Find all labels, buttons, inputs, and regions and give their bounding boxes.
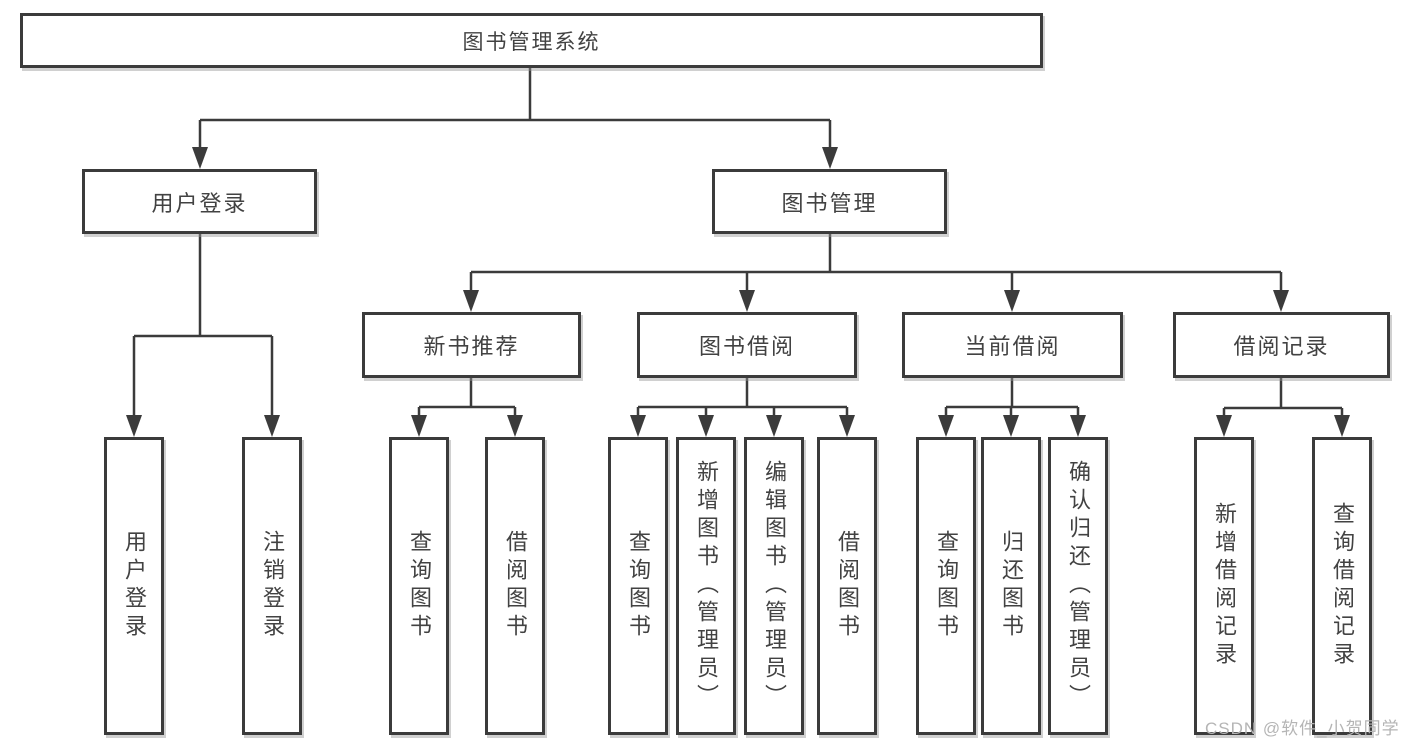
arrowheads [126, 147, 1350, 437]
leaf-label: 借阅图书 [835, 530, 860, 642]
node-book-borrow: 图书借阅 [637, 312, 857, 378]
tree-edges [132, 68, 1344, 419]
leaf-label: 查询图书 [407, 530, 432, 642]
csdn-watermark: CSDN @软件_小贺同学 [1205, 719, 1400, 738]
leaf-logout: 注销登录 [242, 437, 302, 735]
node-user-login: 用户登录 [82, 169, 317, 234]
node-book-management: 图书管理 [712, 169, 947, 234]
leaf-label: 新增借阅记录 [1212, 502, 1237, 670]
leaf-edit-book-admin: 编辑图书（管理员） [744, 437, 804, 735]
leaf-label: 归还图书 [999, 530, 1024, 642]
leaf-add-book-admin: 新增图书（管理员） [676, 437, 736, 735]
node-new-book-recommend: 新书推荐 [362, 312, 581, 378]
leaf-label: 用户登录 [122, 530, 147, 642]
leaf-label: 新增图书（管理员） [694, 460, 719, 712]
leaf-label: 查询图书 [934, 530, 959, 642]
node-current-borrow: 当前借阅 [902, 312, 1123, 378]
leaf-label: 借阅图书 [503, 530, 528, 642]
leaf-query-borrow-record: 查询借阅记录 [1312, 437, 1372, 735]
leaf-label: 查询图书 [626, 530, 651, 642]
leaf-return-book: 归还图书 [981, 437, 1041, 735]
leaf-label: 查询借阅记录 [1330, 502, 1355, 670]
leaf-label: 确认归还（管理员） [1066, 460, 1091, 712]
leaf-newbook-query-books: 查询图书 [389, 437, 449, 735]
leaf-add-borrow-record: 新增借阅记录 [1194, 437, 1254, 735]
leaf-user-login: 用户登录 [104, 437, 164, 735]
leaf-newbook-borrow-books: 借阅图书 [485, 437, 545, 735]
leaf-label: 注销登录 [260, 530, 285, 642]
leaf-borrow-books: 借阅图书 [817, 437, 877, 735]
leaf-current-query-books: 查询图书 [916, 437, 976, 735]
leaf-borrow-query-books: 查询图书 [608, 437, 668, 735]
node-borrow-records: 借阅记录 [1173, 312, 1390, 378]
leaf-label: 编辑图书（管理员） [762, 460, 787, 712]
leaf-confirm-return-admin: 确认归还（管理员） [1048, 437, 1108, 735]
node-root: 图书管理系统 [20, 13, 1043, 68]
